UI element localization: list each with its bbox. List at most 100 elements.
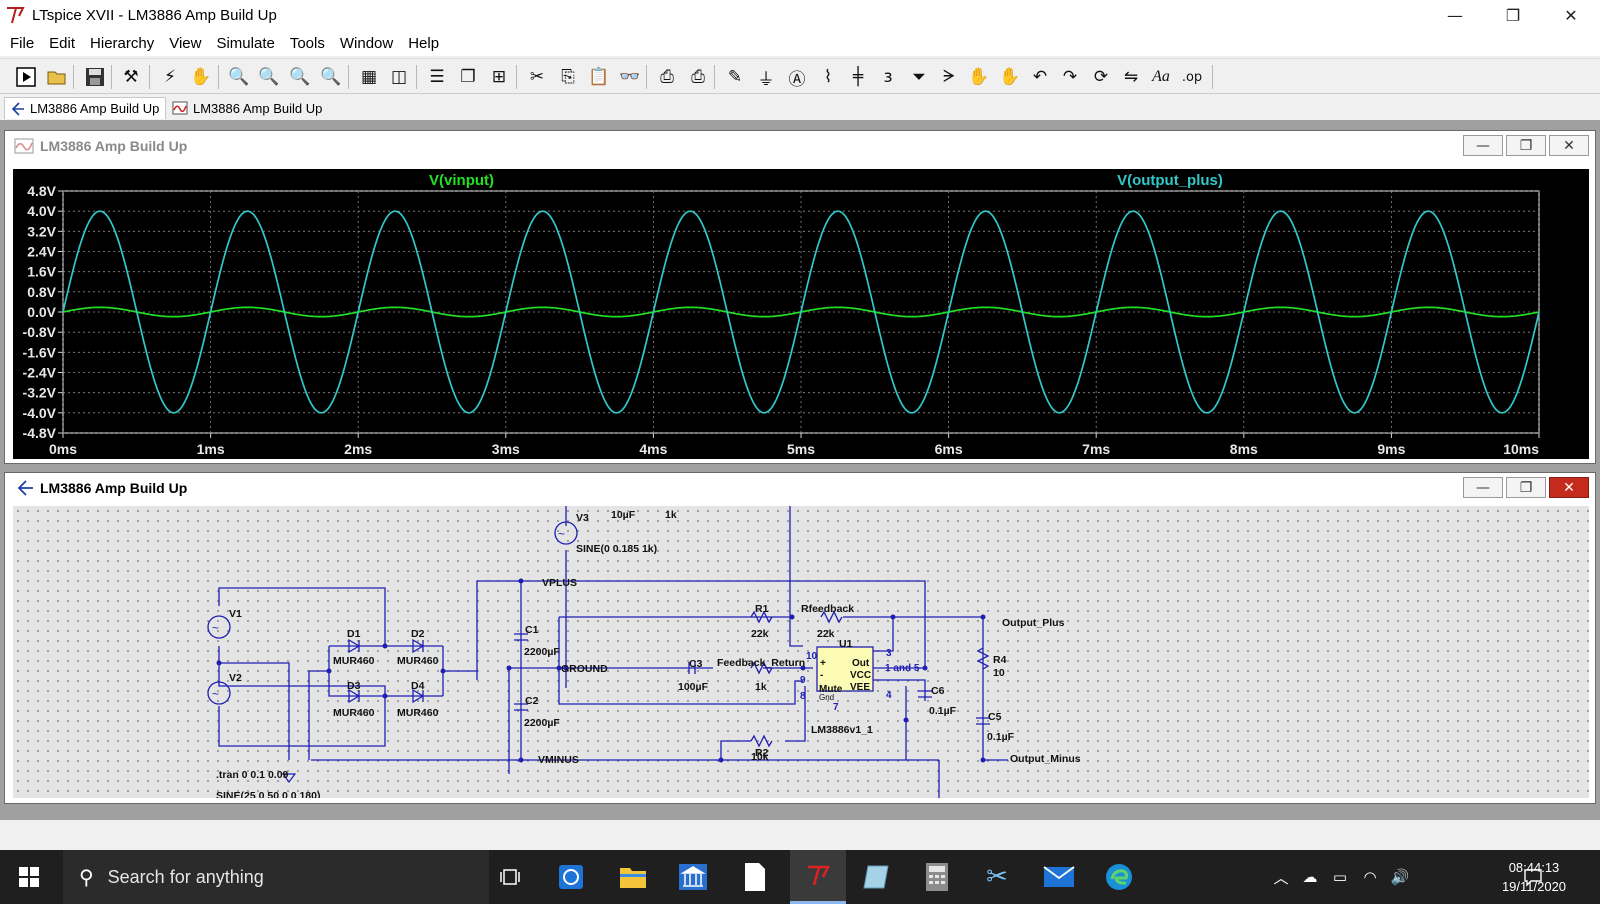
schematic-close-button[interactable]: ✕ (1549, 477, 1589, 498)
chevron-up-icon[interactable]: ︿ (1273, 868, 1289, 887)
label-ground: GROUND (561, 663, 608, 675)
schematic-canvas[interactable]: ~ ~ ~ (13, 506, 1589, 798)
tab-schematic[interactable]: LM3886 Amp Build Up (4, 97, 167, 119)
copy-icon[interactable]: ⎘ (561, 67, 575, 87)
resistor-icon[interactable]: ⌇ (823, 67, 833, 87)
taskbar-search[interactable]: ⚲ Search for anything (63, 850, 489, 904)
snipping-tool-icon[interactable]: ✂ (986, 862, 1008, 892)
waveform-close-button[interactable]: ✕ (1549, 135, 1589, 156)
paste-icon[interactable]: 📋 (588, 67, 610, 87)
start-button[interactable] (0, 850, 58, 904)
label-d3-model: MUR460 (333, 707, 375, 719)
inductor-icon[interactable]: ɜ (883, 67, 893, 87)
file-explorer-icon[interactable] (610, 850, 656, 904)
open-icon[interactable] (44, 64, 70, 90)
rotate-icon[interactable]: ⟳ (1093, 67, 1109, 87)
x-tick-label: 7ms (1082, 441, 1110, 457)
text-icon[interactable]: Aa (1148, 64, 1174, 90)
restore-button[interactable]: ❐ (1505, 5, 1521, 25)
run-icon[interactable] (13, 64, 39, 90)
waveform-titlebar[interactable]: LM3886 Amp Build Up — ❐ ✕ (5, 131, 1595, 161)
tile-icon[interactable]: ⊞ (491, 67, 507, 87)
close-button[interactable]: ✕ (1564, 5, 1578, 25)
save-icon[interactable] (82, 64, 108, 90)
graph-window-icon[interactable]: ◫ (390, 67, 408, 87)
ground-symbol (281, 773, 297, 783)
notebook-icon[interactable] (854, 850, 900, 904)
trace-legend-label[interactable]: V(output_plus) (1117, 172, 1223, 189)
autorange-icon[interactable]: ▦ (360, 67, 378, 87)
redo-icon[interactable]: ↷ (1062, 67, 1078, 87)
x-tick-label: 3ms (492, 441, 520, 457)
menu-bar: File Edit Hierarchy View Simulate Tools … (0, 30, 1600, 56)
label-r2-value: 10k (751, 751, 769, 763)
label-net-icon[interactable]: Ⓐ (788, 69, 806, 90)
trace-legend-label[interactable]: V(vinput) (429, 172, 494, 189)
bank-icon[interactable] (670, 850, 716, 904)
edge-icon[interactable] (1096, 850, 1142, 904)
tab-waveform[interactable]: LM3886 Amp Build Up (168, 97, 328, 119)
wifi-icon[interactable]: ◠ (1363, 868, 1377, 886)
diode-icon[interactable]: ⏷ (912, 67, 926, 87)
calculator-icon[interactable] (914, 850, 960, 904)
find-icon[interactable]: 👓 (619, 67, 641, 87)
menu-edit[interactable]: Edit (49, 34, 76, 52)
move-icon[interactable]: ✋ (968, 67, 990, 87)
spice-directive-icon[interactable]: .op (1179, 64, 1205, 90)
u1-pin-number-8: 8 (800, 691, 806, 702)
zoom-fit-icon[interactable]: 🔍 (320, 67, 342, 87)
u1-pin-vcc: VCC (850, 670, 871, 681)
draw-wire-icon[interactable]: ✎ (727, 67, 743, 87)
cut-icon[interactable]: ✂ (529, 67, 545, 87)
menu-simulate[interactable]: Simulate (216, 34, 275, 52)
u1-pin-gnd: Gnd (819, 693, 834, 702)
label-v3: V3 (576, 512, 589, 524)
u1-pin-number-9: 9 (800, 675, 806, 686)
document-icon[interactable] (732, 850, 778, 904)
task-view-icon[interactable] (488, 850, 532, 904)
run-stop-icon[interactable]: ⚡ (164, 67, 176, 87)
label-r4: R4 (993, 654, 1007, 666)
schematic-titlebar[interactable]: LM3886 Amp Build Up — ❐ ✕ (5, 473, 1595, 503)
battery-icon[interactable]: ▭ (1332, 868, 1348, 886)
menu-window[interactable]: Window (339, 34, 394, 52)
menu-tools[interactable]: Tools (289, 34, 325, 52)
waveform-restore-button[interactable]: ❐ (1506, 135, 1546, 156)
notifications-icon[interactable] (1512, 850, 1554, 904)
mail-icon[interactable] (1036, 850, 1082, 904)
minimize-button[interactable]: — (1447, 5, 1463, 25)
trace-v-output-plus[interactable] (62, 210, 1540, 414)
capacitor-icon[interactable]: ╪ (852, 67, 864, 87)
waveform-minimize-button[interactable]: — (1463, 135, 1503, 156)
y-tick-label: 2.4V (27, 244, 56, 260)
zoom-area-icon[interactable]: 🔍 (258, 67, 280, 87)
zoom-out-icon[interactable]: 🔍 (289, 67, 311, 87)
y-tick-label: -1.6V (23, 344, 57, 360)
taskbar-clock[interactable]: 08:44:13 19/11/2020 (1488, 858, 1580, 896)
tab-label: LM3886 Amp Build Up (193, 100, 323, 116)
onedrive-icon[interactable]: ☁ (1302, 868, 1318, 886)
svg-text:~: ~ (212, 621, 219, 635)
refresh-app-icon[interactable] (548, 850, 594, 904)
ltspice-icon[interactable] (790, 850, 846, 904)
print-preview-icon[interactable]: ⎙ (660, 67, 674, 87)
schematic-minimize-button[interactable]: — (1463, 477, 1503, 498)
cascade-icon[interactable]: ❐ (460, 67, 476, 87)
drag-icon[interactable]: ✋ (999, 67, 1021, 87)
menu-help[interactable]: Help (408, 34, 440, 52)
menu-view[interactable]: View (169, 34, 202, 52)
mirror-icon[interactable]: ⇋ (1123, 67, 1139, 87)
control-panel-icon[interactable]: ⚒ (123, 67, 139, 87)
print-icon[interactable]: ⎙ (691, 67, 705, 87)
tile-horizontal-icon[interactable]: ☰ (429, 67, 445, 87)
menu-file[interactable]: File (10, 34, 35, 52)
component-icon[interactable]: ᗒ (942, 67, 956, 87)
volume-icon[interactable]: 🔊 (1390, 868, 1410, 886)
pan-icon[interactable]: ✋ (190, 67, 212, 87)
undo-icon[interactable]: ↶ (1032, 67, 1048, 87)
menu-hierarchy[interactable]: Hierarchy (90, 34, 155, 52)
schematic-restore-button[interactable]: ❐ (1506, 477, 1546, 498)
ground-icon[interactable]: ⏚ (757, 69, 775, 90)
zoom-in-icon[interactable]: 🔍 (228, 67, 250, 87)
